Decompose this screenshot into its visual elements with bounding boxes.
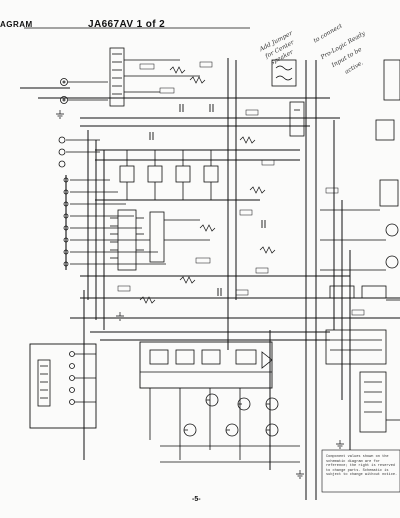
top-connector	[109, 47, 200, 107]
sheet-title: JA667AV 1 of 2	[88, 19, 166, 30]
resistor-network	[139, 66, 276, 304]
rca-jacks	[58, 78, 108, 168]
note-box-frame	[321, 449, 400, 493]
output-stage	[325, 285, 400, 433]
amplifier-block	[139, 341, 273, 460]
main-buses	[20, 87, 400, 341]
input-terminal-strip	[63, 175, 166, 270]
right-coil-section	[271, 59, 400, 271]
component-label-boxes	[117, 61, 365, 316]
switch-blocks	[119, 150, 219, 200]
page-number: -5-	[192, 496, 201, 503]
vertical-rails	[83, 58, 351, 500]
diagram-label: AGRAM	[0, 20, 33, 29]
bottom-left-connector-box	[29, 343, 97, 429]
switching-ic-bank	[110, 209, 210, 271]
ground-symbols	[56, 110, 344, 479]
schematic-note: Component values shown on the schematic …	[326, 455, 398, 478]
capacitors	[149, 104, 266, 296]
transistor-row	[160, 393, 300, 463]
